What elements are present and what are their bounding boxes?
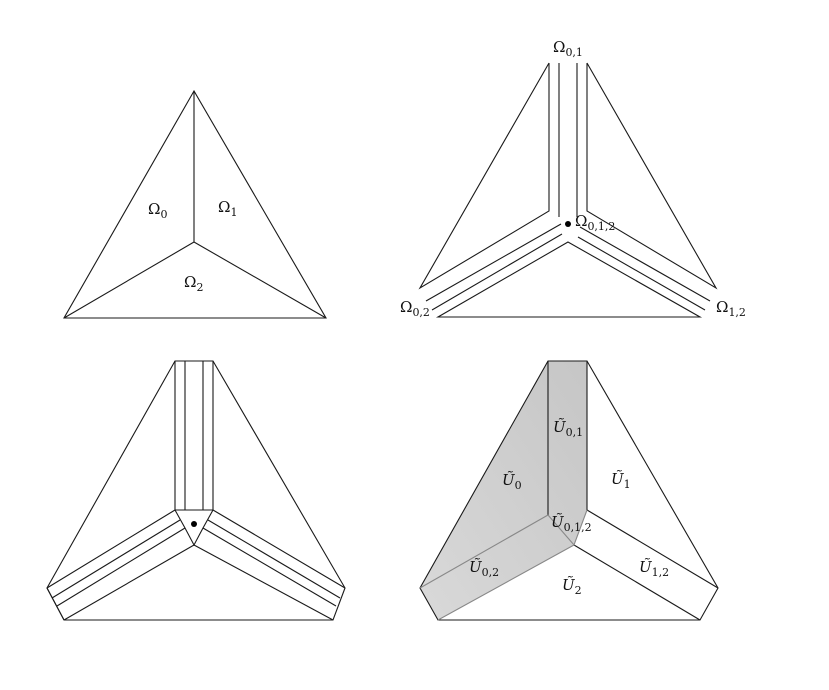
panel-top-right: Ω0,1 Ω0,1,2 Ω0,2 Ω1,2 [400, 38, 746, 319]
panel-bottom-right: Ũ0,1 Ũ0 Ũ1 Ũ0,1,2 Ũ0,2 Ũ1,2 Ũ2 [419, 360, 719, 621]
rstrip-bottom [193, 544, 334, 621]
piece-omega-0 [418, 62, 550, 290]
label-omega-1: Ω1 [218, 198, 237, 219]
center-cell [547, 509, 588, 547]
strip-12-lower [577, 236, 706, 311]
right-strip-upper [586, 509, 719, 589]
label-omega-12: Ω1,2 [716, 298, 746, 319]
lstrip-end [46, 587, 65, 621]
left-strip-lower [437, 544, 575, 621]
lstrip-inner2 [56, 527, 186, 607]
lstrip-outer [46, 509, 176, 589]
label-u-01: Ũ0,1 [553, 418, 583, 439]
label-u-1: Ũ1 [611, 470, 631, 491]
label-u-2: Ũ2 [562, 576, 582, 597]
label-u-02: Ũ0,2 [469, 558, 499, 579]
strip-12-upper [579, 226, 711, 302]
label-u-0: Ũ0 [502, 471, 522, 492]
left-strip-upper [419, 514, 549, 589]
partition-line-right [193, 241, 327, 319]
center-point [191, 521, 197, 527]
outer-outline [46, 360, 346, 621]
outer-triangle [63, 89, 327, 319]
label-omega-2: Ω2 [184, 273, 203, 294]
strip-02-upper [425, 223, 562, 302]
panel-top-left: Ω0 Ω1 Ω2 [63, 89, 327, 319]
rstrip-inner2 [202, 527, 337, 607]
lstrip-inner1 [51, 519, 181, 599]
strip-02-lower [431, 233, 563, 311]
lstrip-bottom [63, 544, 195, 621]
label-omega-012: Ω0,1,2 [575, 212, 615, 233]
shaded-region-left [420, 361, 587, 620]
rstrip-outer [212, 509, 346, 589]
panel-bottom-left [46, 360, 346, 621]
center-cell [174, 509, 214, 547]
label-omega-01: Ω0,1 [553, 38, 583, 59]
piece-omega-1 [586, 62, 718, 290]
region-u1 [574, 361, 718, 620]
label-u-12: Ũ1,2 [639, 558, 669, 579]
label-u-012: Ũ0,1,2 [551, 513, 592, 534]
partition-line-left [63, 241, 195, 319]
center-point [565, 221, 571, 227]
piece-omega-2 [435, 241, 703, 318]
right-strip-lower [573, 544, 701, 621]
label-omega-02: Ω0,2 [400, 298, 430, 319]
rstrip-inner1 [207, 519, 341, 599]
label-omega-0: Ω0 [148, 200, 167, 221]
